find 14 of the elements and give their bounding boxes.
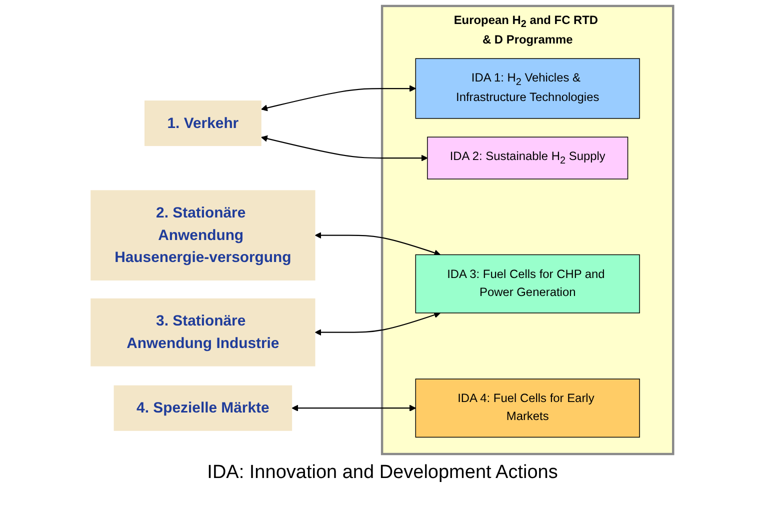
node-box: 2. Stationäre Anwendung Hausenergie-versorgung: [91, 190, 316, 280]
arrow: [292, 404, 416, 412]
node-box: 3. Stationäre Anwendung Industrie: [91, 298, 316, 366]
arrow: [261, 135, 428, 162]
node-box: IDA 1: H$_{2}$ Vehicles & Infrastructure Technologies: [416, 58, 640, 119]
node-box: 1. Verkehr: [144, 100, 262, 146]
caption: IDA: Innovation and Development Actions: [206, 462, 559, 484]
node-box: IDA 2: Sustainable H$_{2}$ Supply: [428, 136, 629, 180]
arrow: [315, 232, 442, 256]
arrow: [315, 312, 442, 336]
node-box: 4. Spezielle Märkte: [114, 385, 293, 431]
node-box: IDA 3: Fuel Cells for CHP and Power Generation: [416, 254, 640, 314]
arrow: [261, 85, 416, 112]
node-box: IDA 4: Fuel Cells for Early Markets: [416, 378, 640, 438]
